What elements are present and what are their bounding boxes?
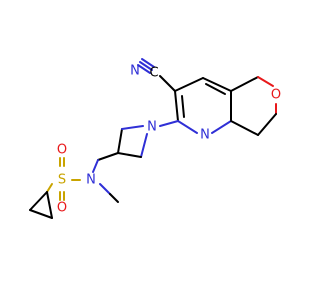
azetidine-nitrogen-label: N	[147, 120, 157, 135]
pyran-oxygen-label: O	[271, 88, 281, 103]
nitrile-nitrogen-label: N	[130, 64, 140, 79]
pyridine-nitrogen-label: N	[200, 128, 210, 143]
sulfonyl-oxygen-top-label: O	[57, 143, 67, 158]
sulfur-label: S	[58, 173, 66, 188]
cyclopropyl-ring	[29, 191, 53, 219]
azetidine-ring	[117, 120, 179, 158]
methylamine-linker	[92, 152, 119, 203]
pyran-ring	[230, 76, 277, 136]
amine-nitrogen-label: N	[86, 173, 96, 188]
sulfonyl-oxygen-bottom-label: O	[57, 201, 67, 216]
nitrile-group	[137, 58, 176, 92]
nitrile-carbon-label: C	[149, 66, 158, 81]
pyridine-ring	[174, 77, 232, 134]
sulfonyl-group	[46, 157, 81, 201]
molecule-structure: N C O N N N S O O	[29, 58, 281, 219]
